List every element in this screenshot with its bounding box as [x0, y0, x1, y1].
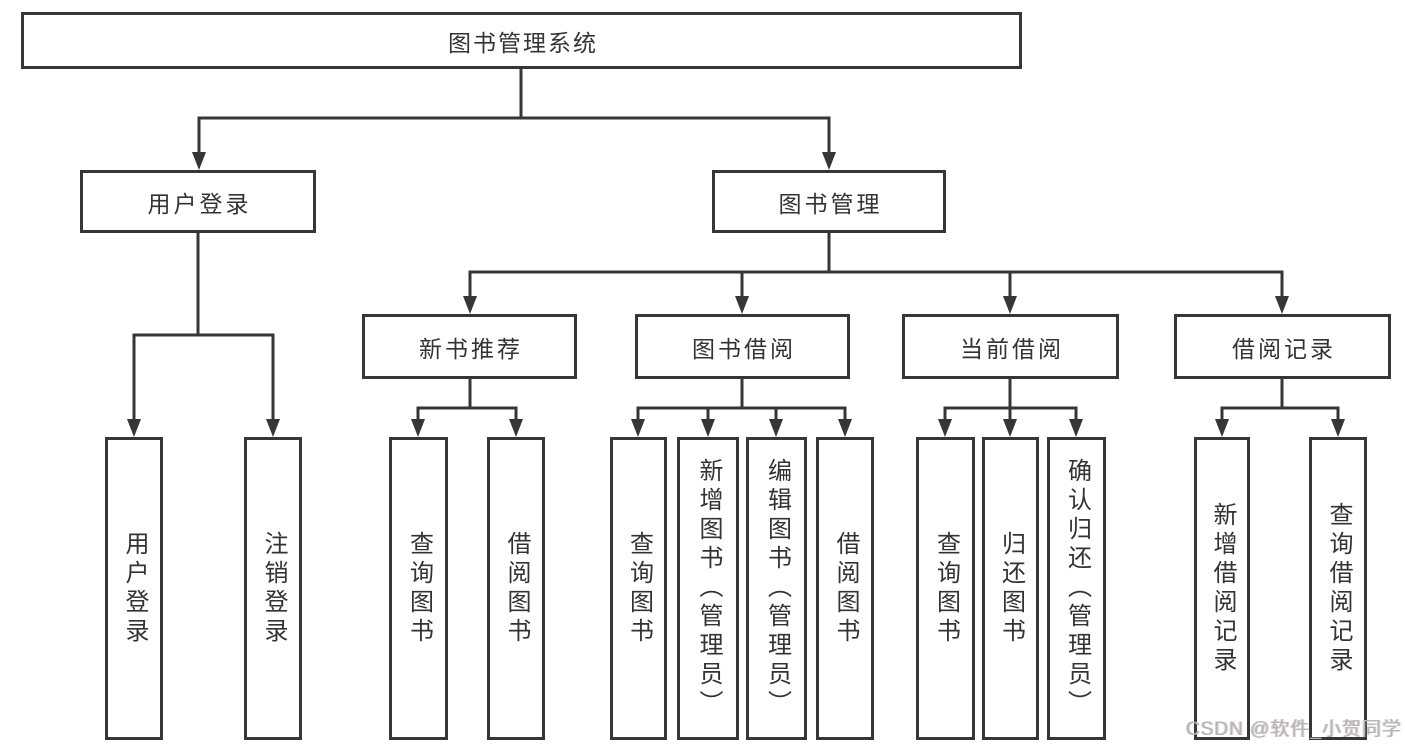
node-user-login: 用户登录	[80, 170, 316, 233]
leaf-add-borrow-record: 新增借阅记录	[1194, 437, 1250, 740]
csdn-watermark: CSDN @软件_小贺同学	[1186, 719, 1402, 740]
leaf-query-books-current-label: 查询图书	[932, 530, 960, 647]
leaf-logout: 注销登录	[244, 437, 302, 740]
leaf-query-borrow-record-label: 查询借阅记录	[1325, 501, 1352, 676]
leaf-add-borrow-record-label: 新增借阅记录	[1209, 501, 1236, 676]
node-book-borrowing-label: 图书借阅	[692, 335, 796, 362]
node-book-management-label: 图书管理	[778, 190, 883, 217]
node-root-library-system: 图书管理系统	[21, 12, 1022, 69]
leaf-add-book-admin-label: 新增图书（管理员）	[695, 458, 722, 719]
node-user-login-label: 用户登录	[147, 190, 252, 217]
leaf-borrow-books-label: 借阅图书	[832, 530, 859, 647]
leaf-query-books-borrow-label: 查询图书	[625, 530, 653, 647]
arrowheads	[127, 152, 1345, 437]
leaf-return-book: 归还图书	[982, 437, 1039, 740]
leaf-return-book-label: 归还图书	[997, 530, 1025, 647]
leaf-user-login-label: 用户登录	[121, 530, 148, 647]
leaf-user-login: 用户登录	[105, 437, 163, 740]
leaf-confirm-return-admin-label: 确认归还（管理员）	[1063, 458, 1091, 719]
leaf-borrow-books: 借阅图书	[816, 437, 874, 740]
leaf-edit-book-admin-label: 编辑图书（管理员）	[763, 458, 791, 719]
leaf-add-book-admin: 新增图书（管理员）	[677, 437, 739, 740]
leaf-query-books-current: 查询图书	[916, 437, 975, 740]
leaf-query-books-recommend-label: 查询图书	[405, 530, 433, 647]
leaf-query-books-recommend: 查询图书	[389, 437, 448, 740]
node-root-label: 图书管理系统	[448, 29, 598, 56]
node-borrowing-records-label: 借阅记录	[1232, 335, 1336, 362]
leaf-borrow-books-recommend: 借阅图书	[487, 437, 545, 740]
leaf-confirm-return-admin: 确认归还（管理员）	[1047, 437, 1106, 740]
node-current-borrowing: 当前借阅	[902, 314, 1119, 379]
node-borrowing-records: 借阅记录	[1174, 314, 1391, 379]
leaf-borrow-books-recommend-label: 借阅图书	[503, 530, 530, 647]
leaf-edit-book-admin: 编辑图书（管理员）	[746, 437, 807, 740]
leaf-query-books-borrow: 查询图书	[610, 437, 667, 740]
node-new-book-recommend-label: 新书推荐	[419, 335, 523, 362]
leaf-query-borrow-record: 查询借阅记录	[1309, 437, 1367, 740]
node-current-borrowing-label: 当前借阅	[960, 335, 1064, 362]
node-book-management: 图书管理	[712, 170, 946, 233]
leaf-logout-label: 注销登录	[260, 530, 287, 647]
node-book-borrowing: 图书借阅	[635, 314, 850, 379]
node-new-book-recommend: 新书推荐	[362, 314, 577, 379]
